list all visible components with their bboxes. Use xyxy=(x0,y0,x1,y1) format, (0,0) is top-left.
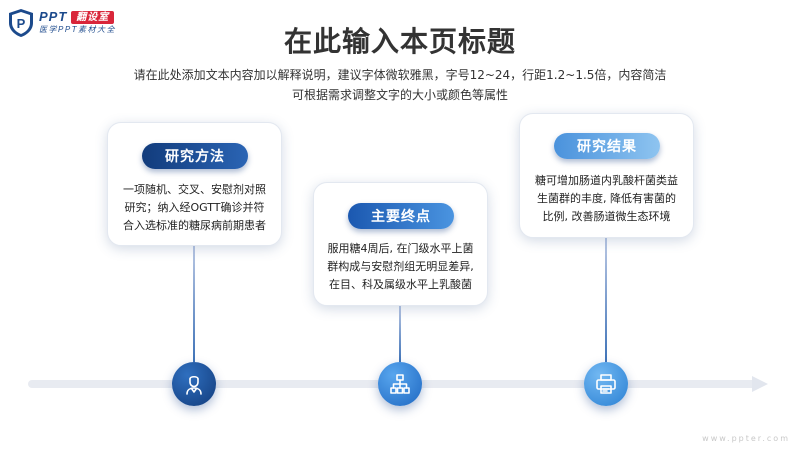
connector-line-3 xyxy=(605,236,607,362)
card-2-text-line: 服用糖4周后, 在门级水平上菌 xyxy=(327,242,474,255)
card-label-research-method: 研究方法 xyxy=(142,143,248,169)
card-primary-endpoint[interactable]: 主要终点 服用糖4周后, 在门级水平上菌 群构成与安慰剂组无明显差异, 在目、科… xyxy=(313,182,488,306)
connector-line-1 xyxy=(193,244,195,362)
watermark: www.ppter.com xyxy=(702,434,790,443)
card-text-research-method: 一项随机、交叉、安慰剂对照 研究；纳入经OGTT确诊并符 合入选标准的糖尿病前期… xyxy=(112,181,277,235)
shield-logo-icon: P xyxy=(9,9,33,37)
card-3-text-line: 比例, 改善肠道微生态环境 xyxy=(542,210,671,223)
card-1-text-line: 合入选标准的糖尿病前期患者 xyxy=(123,219,266,232)
timeline-node-3[interactable] xyxy=(584,362,628,406)
card-label-research-result: 研究结果 xyxy=(554,133,660,159)
doctor-icon xyxy=(186,375,202,395)
card-3-text-line: 糖可增加肠道内乳酸杆菌类益 xyxy=(535,174,678,187)
logo-subtitle: 医学PPT素材大全 xyxy=(39,25,117,34)
page-title[interactable]: 在此输入本页标题 xyxy=(283,25,516,58)
connector-line-2 xyxy=(399,304,401,362)
card-text-primary-endpoint: 服用糖4周后, 在门级水平上菌 群构成与安慰剂组无明显差异, 在目、科及属级水平… xyxy=(318,240,483,294)
timeline-node-2[interactable] xyxy=(378,362,422,406)
card-research-result[interactable]: 研究结果 糖可增加肠道内乳酸杆菌类益 生菌群的丰度, 降低有害菌的 比例, 改善… xyxy=(519,113,694,238)
timeline-arrow-icon xyxy=(752,376,768,392)
card-3-text-line: 生菌群的丰度, 降低有害菌的 xyxy=(537,192,676,205)
card-1-text-line: 一项随机、交叉、安慰剂对照 xyxy=(123,183,266,196)
page-subtitle[interactable]: 请在此处添加文本内容加以解释说明，建议字体微软雅黑，字号12~24，行距1.2~… xyxy=(90,65,710,105)
card-2-text-line: 群构成与安慰剂组无明显差异, xyxy=(327,260,474,273)
card-text-research-result: 糖可增加肠道内乳酸杆菌类益 生菌群的丰度, 降低有害菌的 比例, 改善肠道微生态… xyxy=(524,172,689,226)
card-1-text-line: 研究；纳入经OGTT确诊并符 xyxy=(124,201,265,214)
card-2-text-line: 在目、科及属级水平上乳酸菌 xyxy=(329,278,472,291)
subtitle-line-2: 可根据需求调整文字的大小或颜色等属性 xyxy=(291,88,508,102)
hierarchy-icon xyxy=(390,374,410,394)
printer-icon xyxy=(596,374,616,394)
svg-text:P: P xyxy=(17,16,26,31)
subtitle-line-1: 请在此处添加文本内容加以解释说明，建议字体微软雅黑，字号12~24，行距1.2~… xyxy=(133,68,667,82)
logo-brand: PPT xyxy=(39,9,68,24)
card-research-method[interactable]: 研究方法 一项随机、交叉、安慰剂对照 研究；纳入经OGTT确诊并符 合入选标准的… xyxy=(107,122,282,246)
card-label-primary-endpoint: 主要终点 xyxy=(348,203,454,229)
timeline-node-1[interactable] xyxy=(172,362,216,406)
logo-tag: 翻设室 xyxy=(71,11,115,24)
